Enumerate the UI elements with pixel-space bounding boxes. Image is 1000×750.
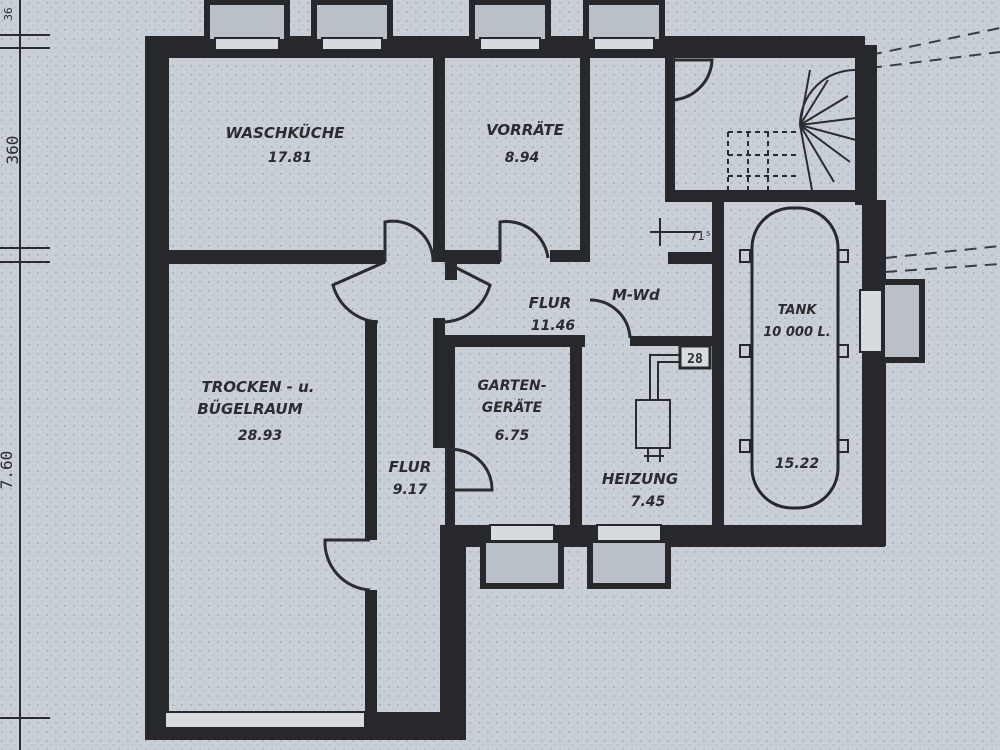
room-area-waschkueche: 17.81 [268,150,312,166]
dimension-line-left [0,0,50,750]
room-name-vorraete: VORRÄTE [486,120,565,139]
dimension-left-upper: 360 [3,136,22,165]
spiral-staircase [727,69,857,191]
room-area-tank: 15.22 [775,456,819,472]
room-area-vorraete: 8.94 [505,150,540,166]
tank-label: TANK [778,303,818,318]
room-name-garten-line1: GARTEN- [477,378,546,394]
dimension-labels: 360 7.60 36 71⁵ M-Wd [0,7,712,489]
outer-walls [145,36,886,740]
room-name-flur-lower: FLUR [389,458,432,476]
room-area-trocken: 28.93 [238,428,282,444]
interior-walls [160,52,865,715]
room-labels: WASCHKÜCHE 17.81 VORRÄTE 8.94 FLUR 11.46… [197,120,830,510]
room-area-flur-upper: 11.46 [531,318,576,334]
doors [323,58,714,592]
windows-top [204,0,665,51]
room-area-heizung: 7.45 [631,494,666,510]
room-name-waschkueche: WASCHKÜCHE [225,123,345,142]
window-right [859,279,925,363]
room-area-garten: 6.75 [495,428,530,444]
boiler [635,354,680,462]
room-area-flur-lower: 9.17 [393,482,428,498]
windows-bottom [164,524,671,729]
dimension-left-lower: 7.60 [0,451,16,490]
chimney: 28 [678,344,712,370]
tank-capacity: 10 000 L. [763,325,831,340]
chimney-label: 28 [687,352,703,367]
oil-tank [739,206,849,510]
handwritten-note: M-Wd [612,286,660,304]
dimension-top-corner: 36 [2,7,15,20]
room-name-garten-line2: GERÄTE [482,399,543,416]
room-name-trocken-line1: TROCKEN - u. [201,378,314,396]
room-name-flur-upper: FLUR [529,294,572,312]
dashed-lines-right [869,27,1000,273]
room-name-heizung: HEIZUNG [602,470,678,488]
room-name-trocken-line2: BÜGELRAUM [197,399,302,418]
stair-dimension-mark [650,218,700,246]
dimension-stair-note: 71⁵ [690,229,712,243]
